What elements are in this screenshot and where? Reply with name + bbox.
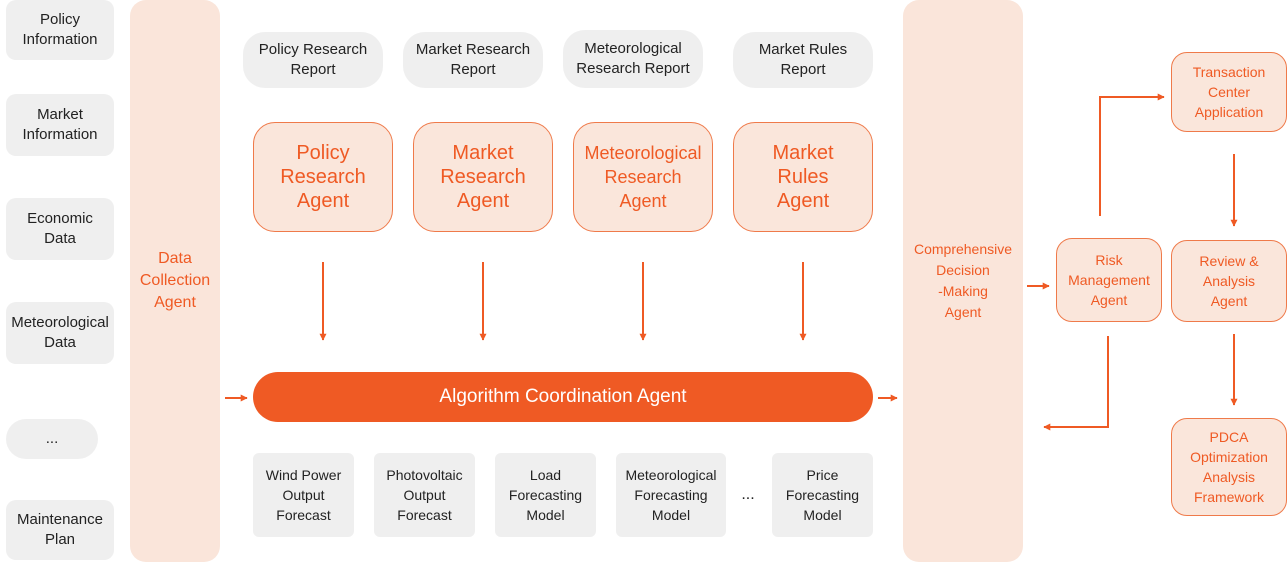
model-price-forecasting: Price Forecasting Model — [772, 453, 873, 537]
model-meteorological-forecasting: Meteorological Forecasting Model — [616, 453, 726, 537]
model-load-forecasting: Load Forecasting Model — [495, 453, 596, 537]
source-meteorological-data: Meteorological Data — [6, 302, 114, 364]
transaction-center-application: Transaction Center Application — [1171, 52, 1287, 132]
source-ellipsis: ... — [6, 419, 98, 459]
models-ellipsis: ... — [741, 486, 755, 503]
pdca-framework: PDCA Optimization Analysis Framework — [1171, 418, 1287, 516]
model-photovoltaic: Photovoltaic Output Forecast — [374, 453, 475, 537]
agent-market-research: Market Research Agent — [413, 122, 553, 232]
algorithm-coordination-agent: Algorithm Coordination Agent — [253, 372, 873, 422]
report-market-rules: Market Rules Report — [733, 32, 873, 88]
risk-management-agent: Risk Management Agent — [1056, 238, 1162, 322]
agent-meteorological-research: Meteorological Research Agent — [573, 122, 713, 232]
source-economic-data: Economic Data — [6, 198, 114, 260]
agent-market-rules: Market Rules Agent — [733, 122, 873, 232]
source-policy-information: Policy Information — [6, 0, 114, 60]
agent-policy-research: Policy Research Agent — [253, 122, 393, 232]
source-maintenance-plan: Maintenance Plan — [6, 500, 114, 560]
arrow-risk-to-decision — [1043, 336, 1109, 431]
data-collection-agent: Data Collection Agent — [130, 0, 220, 562]
model-wind-power: Wind Power Output Forecast — [253, 453, 354, 537]
source-market-information: Market Information — [6, 94, 114, 156]
review-analysis-agent: Review & Analysis Agent — [1171, 240, 1287, 322]
report-meteorological-research: Meteorological Research Report — [563, 30, 703, 88]
report-policy-research: Policy Research Report — [243, 32, 383, 88]
comprehensive-decision-agent: Comprehensive Decision -Making Agent — [903, 0, 1023, 562]
arrow-risk-to-transaction — [1099, 93, 1165, 216]
report-market-research: Market Research Report — [403, 32, 543, 88]
